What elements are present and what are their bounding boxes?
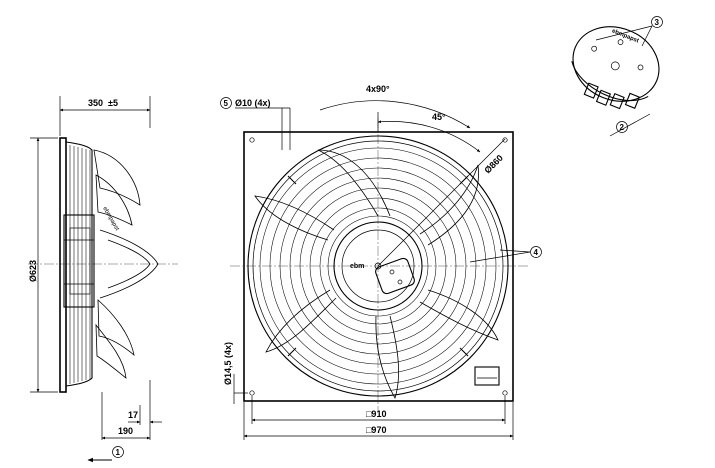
depth-dimension-value: 350 xyxy=(88,98,103,108)
side-blades xyxy=(93,149,159,379)
corner-hole-label: Ø14,5 (4x) xyxy=(223,342,233,385)
grille-callout-number: 4 xyxy=(534,248,539,257)
cable-gland-3 xyxy=(609,92,625,110)
hole-callout-circle xyxy=(220,97,232,109)
angle-4x90-label: 4x90° xyxy=(366,84,390,94)
rating-plate xyxy=(474,366,500,386)
side-guard-wires xyxy=(69,145,91,384)
detail-housing xyxy=(572,26,660,102)
corner-holes xyxy=(249,137,508,396)
angle-45-label: 45° xyxy=(432,112,446,122)
inner-square-label: □910 xyxy=(366,409,386,419)
grille-callout-circle xyxy=(530,246,542,258)
airflow-callout-number: 1 xyxy=(116,448,121,457)
detail-callout-2-number: 2 xyxy=(620,123,625,132)
detail-brand-text: ebmpapst xyxy=(611,28,640,44)
side-nozzle xyxy=(65,141,93,387)
terminal-box xyxy=(375,257,415,295)
angle-4x90-arc xyxy=(319,100,471,129)
side-motor xyxy=(63,214,95,308)
angle-45-arc xyxy=(377,120,481,153)
offset-17-value: 17 xyxy=(128,410,138,420)
side-mounting-plate xyxy=(59,137,67,393)
airflow-callout-circle xyxy=(112,446,124,458)
side-diameter-value: Ø623 xyxy=(28,260,38,282)
hub-brand-text: ebm xyxy=(350,263,364,270)
hub-inner xyxy=(341,229,415,303)
cable-gland-4 xyxy=(624,92,640,109)
outer-square-label: □970 xyxy=(366,425,386,435)
impeller-blades xyxy=(254,149,499,399)
side-brand-text: ebmpapst xyxy=(101,206,120,232)
mounting-plate-outline xyxy=(243,131,514,402)
side-motor-core xyxy=(69,227,91,295)
hole-label: Ø10 (4x) xyxy=(235,98,271,108)
hole-callout-number: 5 xyxy=(224,99,229,108)
detail-callout-3-number: 3 xyxy=(655,18,660,27)
cable-gland-1 xyxy=(583,82,599,99)
detail-bottom-edge xyxy=(571,61,649,102)
depth-dimension-tolerance: ±5 xyxy=(108,98,118,108)
side-view: ebmpapst 350 ±5 Ø623 17 190 1 xyxy=(28,96,178,463)
detail-view: ebmpapst 3 2 xyxy=(571,16,663,137)
detail-callout-2-circle xyxy=(616,121,628,133)
bolt-circle-label: Ø860 xyxy=(482,153,505,176)
front-view: ebm 4x90° 45° Ø860 5 Ø10 (4x) xyxy=(220,84,542,440)
offset-190-value: 190 xyxy=(118,426,133,436)
cable-gland-2 xyxy=(595,89,612,106)
detail-callout-3-circle xyxy=(651,16,663,28)
hub-outer xyxy=(333,221,423,311)
